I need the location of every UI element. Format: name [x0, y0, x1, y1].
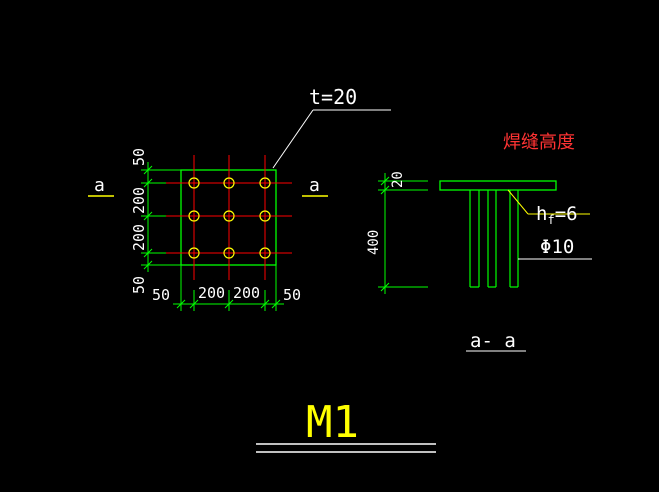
section-title: a- a: [470, 330, 516, 352]
anchor-bolt: [259, 247, 271, 259]
section-plate: [439, 180, 557, 191]
dim-h-4: 50: [283, 286, 301, 304]
anchor-bolts: [188, 177, 271, 259]
anchor-bolt: [259, 177, 271, 189]
section-mark-right: a: [309, 175, 320, 196]
vertical-dimension: [141, 162, 181, 272]
anchor-centerlines: [163, 155, 292, 280]
vertical-dimension-texts: 50 200 200 50: [130, 148, 148, 294]
weld-leader: [507, 189, 590, 215]
dim-h-1: 50: [152, 286, 170, 304]
drawing-title-text: M1: [306, 397, 359, 448]
anchor-bolt: [188, 247, 200, 259]
section-mark-left: a: [94, 175, 105, 196]
horizontal-dimension-texts: 50 200 200 50: [152, 284, 301, 304]
anchor-bolt: [223, 177, 235, 189]
weld-size-label: hf=6: [536, 203, 578, 227]
dim-plate-thickness: 20: [390, 171, 406, 188]
dim-v-4: 50: [130, 276, 148, 294]
anchor-bolt: [223, 210, 235, 222]
section-anchors: [469, 190, 519, 288]
dim-h-2: 200: [198, 284, 225, 302]
section-view: 焊缝高度 20 400: [366, 132, 592, 352]
plan-view: t=20 a a 50 200 200 50: [88, 85, 391, 311]
anchor-bolt: [259, 210, 271, 222]
weld-label-sub: f: [547, 213, 554, 227]
anchor-bolt: [188, 177, 200, 189]
anchor-bolt: [223, 247, 235, 259]
dim-h-3: 200: [233, 284, 260, 302]
thickness-leader: [272, 109, 391, 169]
weld-label-base: h: [536, 203, 547, 225]
dim-v-1: 50: [130, 148, 148, 166]
dim-v-3: 200: [130, 224, 148, 251]
dim-v-2: 200: [130, 187, 148, 214]
drawing-title: M1: [256, 397, 436, 453]
section-dimension: [378, 173, 428, 294]
rod-diameter-label: Φ10: [540, 236, 574, 258]
weld-label-value: =6: [555, 203, 578, 225]
dim-anchor-length: 400: [366, 230, 382, 255]
horizontal-dimension: [173, 265, 284, 311]
plate-thickness-label: t=20: [309, 85, 357, 109]
weld-height-note: 焊缝高度: [503, 132, 575, 153]
anchor-bolt: [188, 210, 200, 222]
